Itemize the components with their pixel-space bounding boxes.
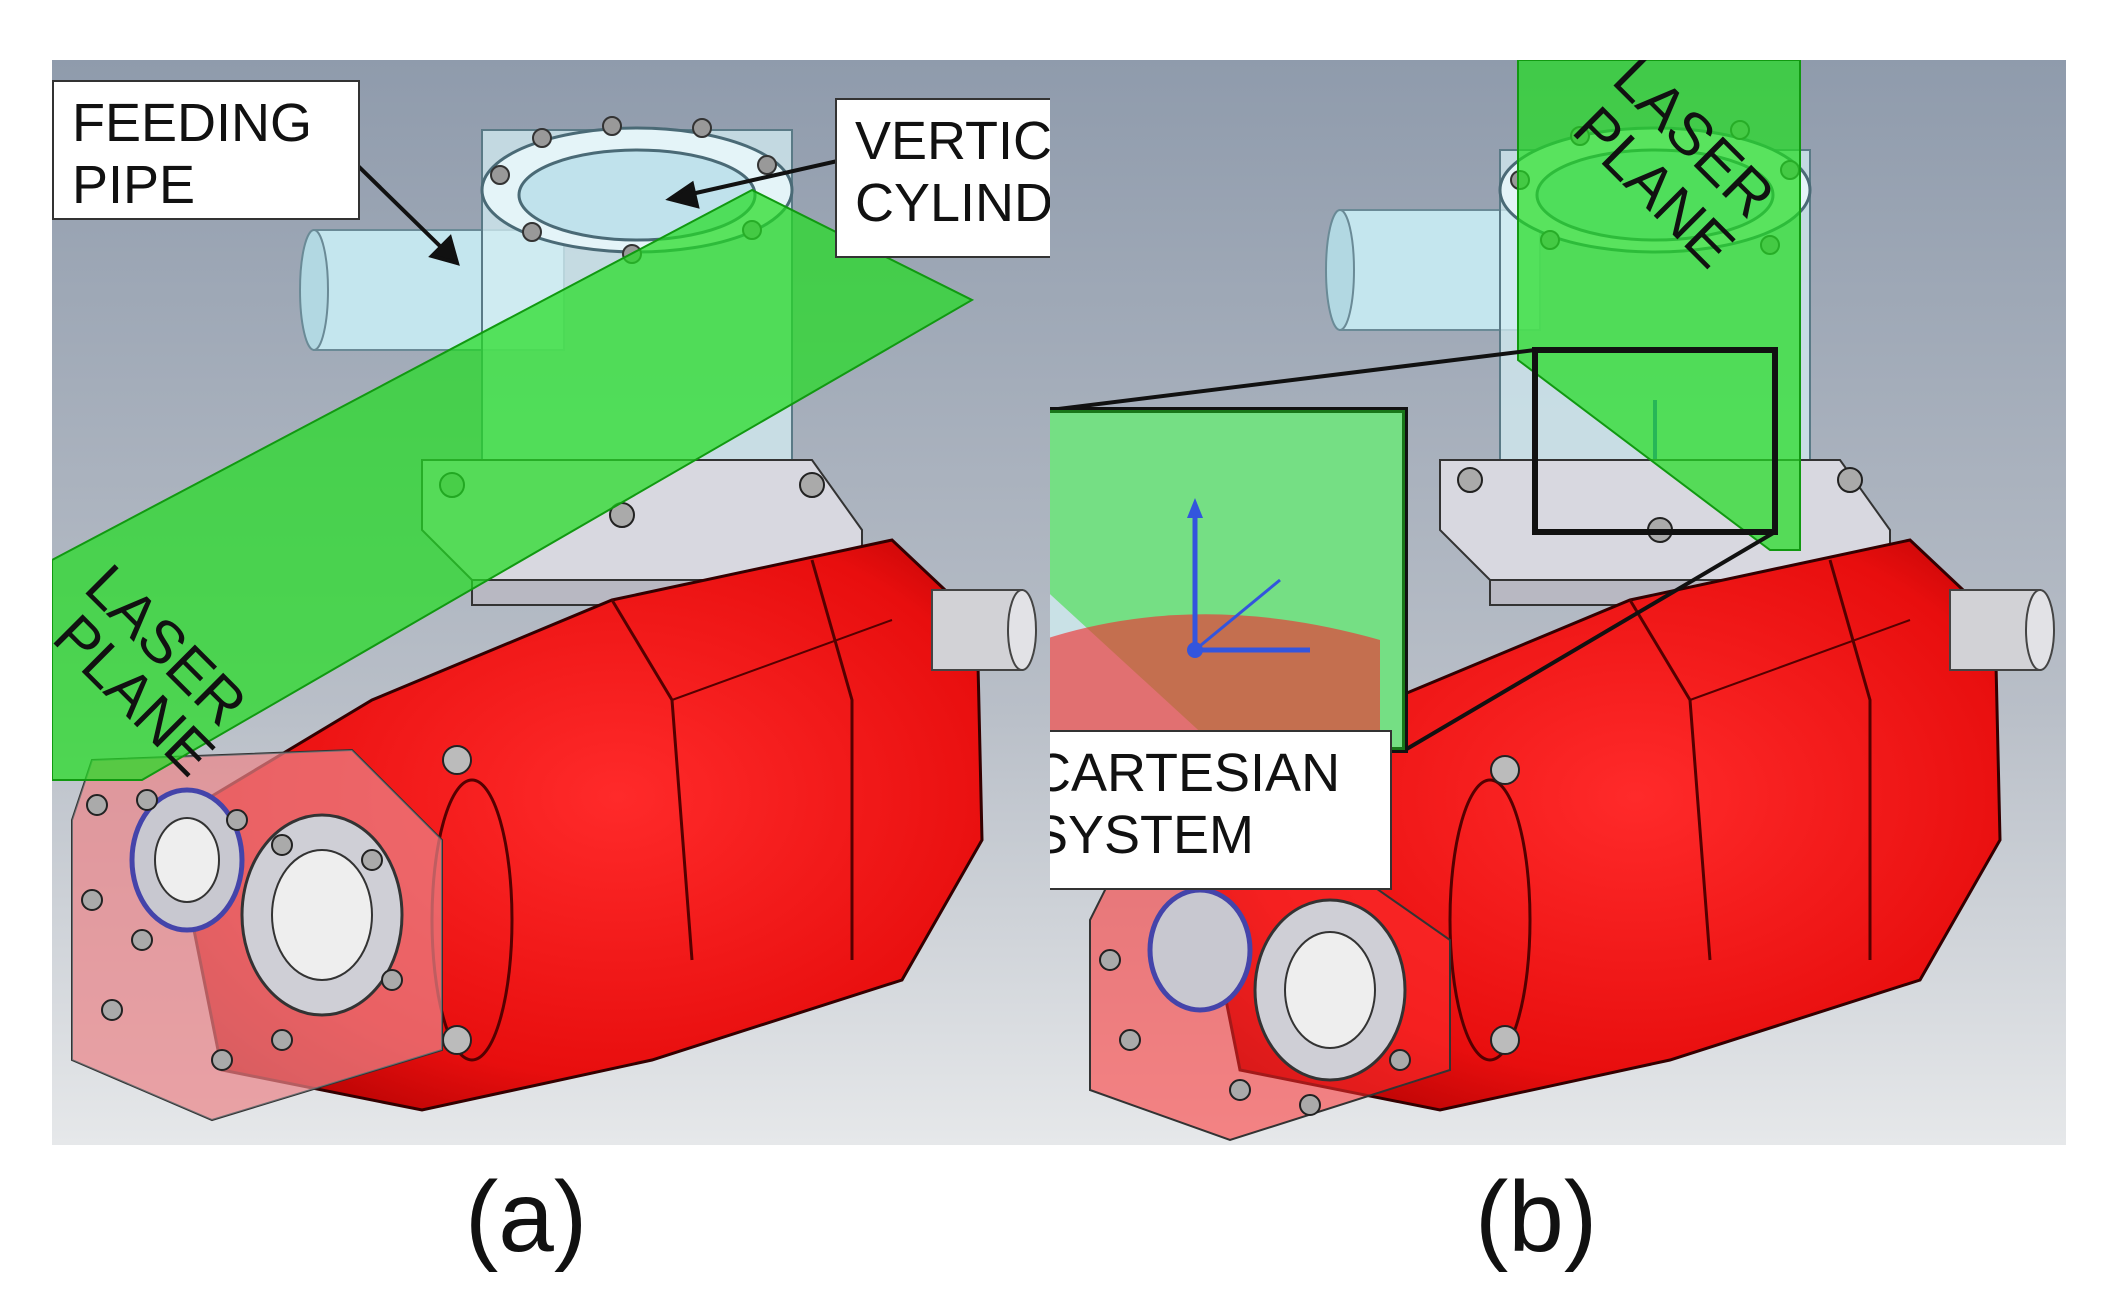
callout-arrows [350,158,843,266]
front-cover [71,748,443,1122]
zoom-inset [1050,407,1408,769]
zoom-connectors [1050,348,1777,752]
front-cover [1089,868,1451,1142]
zoom-source-box [1532,347,1778,535]
drive-shaft [1949,589,2055,671]
panel-b: LASER PLANE CARTESIAN SYSTEM [1050,60,2066,1145]
caption-b: (b) [1475,1161,1598,1273]
laser-plane-sheet [1517,60,1801,551]
drive-shaft [931,589,1037,671]
caption-a: (a) [465,1161,588,1273]
vertical-cylinder-label: VERTICAL CYLINDER [835,98,1050,258]
cartesian-system-label: CARTESIAN SYSTEM [1050,730,1392,890]
laser-plane-sheet [52,188,975,781]
feeding-pipe-label: FEEDING PIPE [52,80,360,220]
panel-a: LASER PLANE FEEDING PIPE VERTICAL CYLIND… [52,60,1050,1145]
panel-b-drawing: LASER PLANE [1050,60,2066,1145]
